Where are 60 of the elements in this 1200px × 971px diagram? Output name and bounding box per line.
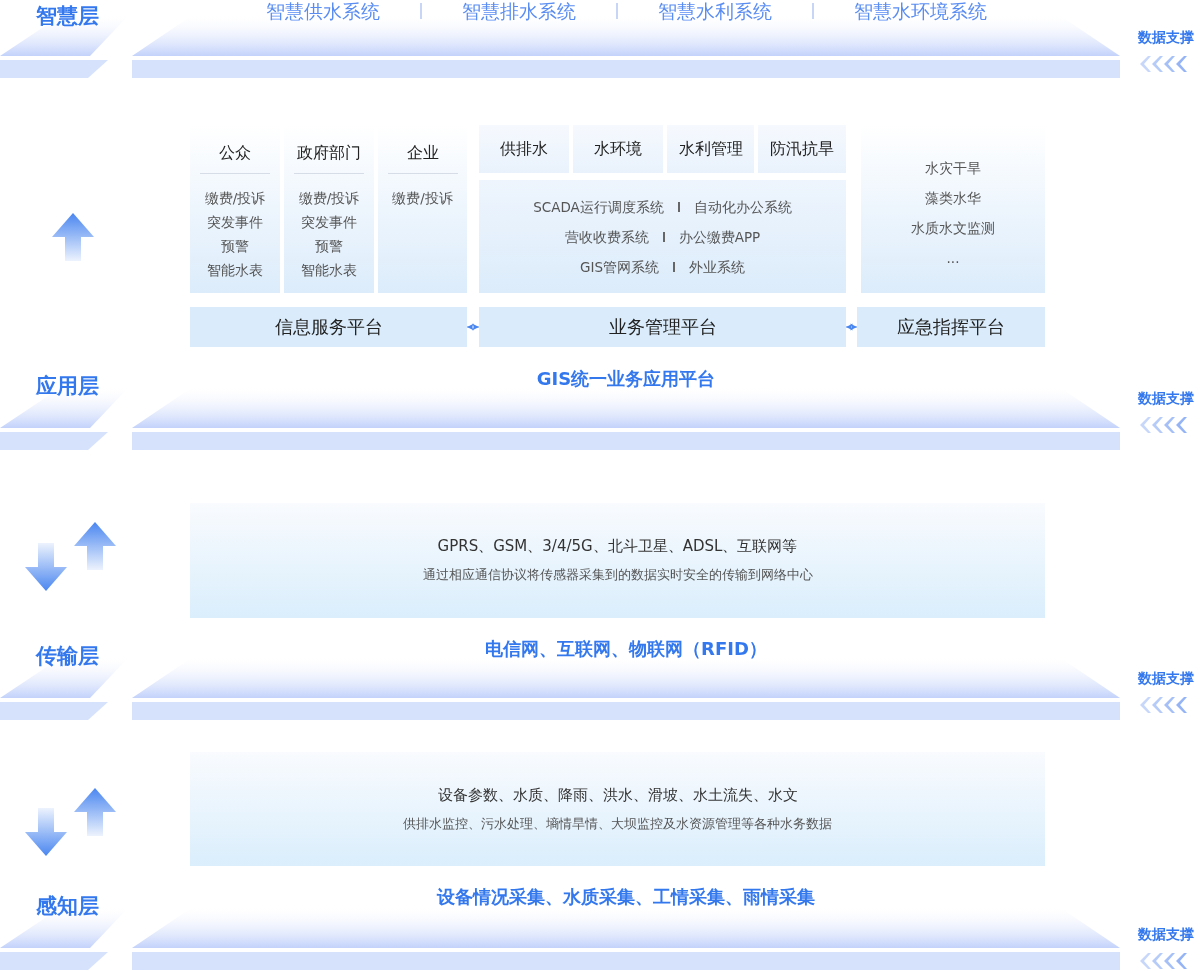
description-text: 通过相应通信协议将传感器采集到的数据实时安全的传输到网络中心 — [422, 566, 813, 584]
description-panel — [190, 503, 1045, 618]
system-name: 办公缴费APP — [678, 227, 761, 247]
list-item: 智能水表 — [207, 261, 263, 280]
list-item: 预警 — [221, 237, 249, 256]
list-item: ... — [946, 249, 960, 268]
list-item: 水灾干旱 — [925, 159, 981, 178]
platform-title: 智慧水利系统 — [657, 0, 772, 22]
side-note: 数据支撑 — [1138, 926, 1194, 944]
system-list-panel — [479, 180, 846, 293]
list-item: 智能水表 — [301, 261, 357, 280]
side-note: 数据支撑 — [1138, 670, 1194, 688]
platform-label: 应急指挥平台 — [897, 315, 1005, 339]
category-label: 水利管理 — [678, 138, 743, 160]
platform-title: GIS统一业务应用平台 — [536, 368, 716, 390]
platform-label: 业务管理平台 — [608, 315, 717, 339]
system-name: 自动化办公系统 — [693, 197, 792, 217]
platform-box — [479, 307, 846, 347]
list-item: 预警 — [315, 237, 343, 256]
platform-label: 信息服务平台 — [274, 315, 383, 339]
side-note: 数据支撑 — [1138, 390, 1194, 408]
platform-title: 智慧供水系统 — [265, 0, 380, 22]
layer-plate — [132, 886, 1120, 970]
card-heading: 企业 — [387, 143, 458, 174]
description-text: 供排水监控、污水处理、墒情旱情、大坝监控及水资源管理等各种水务数据 — [403, 814, 832, 833]
double-arrow — [845, 323, 858, 331]
layer-title: 应用层 — [36, 373, 99, 400]
layer-plate — [132, 368, 1120, 450]
double-arrow — [466, 323, 480, 331]
platform-title: 智慧水环境系统 — [853, 0, 987, 22]
layer-title: 智慧层 — [36, 3, 99, 30]
platform-box — [857, 307, 1045, 347]
side-note: 数据支撑 — [1138, 29, 1194, 47]
layer-plate — [132, 0, 1120, 78]
category-label: 水环境 — [594, 138, 642, 160]
card-heading: 公众 — [200, 143, 270, 174]
category-label: 供排水 — [500, 138, 548, 160]
list-item: 藻类水华 — [925, 189, 981, 208]
category-label: 防汛抗旱 — [770, 138, 834, 160]
list-item: 突发事件 — [301, 213, 357, 232]
layer-title: 感知层 — [36, 893, 99, 920]
card-heading: 政府部门 — [294, 143, 364, 174]
description-text: GPRS、GSM、3/4/5G、北斗卫星、ADSL、互联网等 — [437, 537, 798, 556]
layer-title: 传输层 — [36, 643, 99, 670]
system-name: GIS管网系统 — [580, 257, 659, 277]
list-item: 缴费/投诉 — [204, 189, 266, 208]
description-panel — [190, 752, 1045, 866]
list-item: 水质水文监测 — [911, 219, 995, 238]
list-item: 缴费/投诉 — [298, 189, 360, 208]
system-name: 外业系统 — [689, 257, 745, 277]
platform-box — [190, 307, 467, 347]
platform-title: 设备情况采集、水质采集、工情采集、雨情采集 — [437, 886, 815, 908]
description-text: 设备参数、水质、降雨、洪水、滑坡、水土流失、水文 — [437, 785, 798, 805]
system-name: SCADA运行调度系统 — [533, 197, 664, 217]
list-item: 突发事件 — [207, 213, 263, 232]
platform-title: 电信网、互联网、物联网（RFID） — [485, 638, 767, 660]
layer-plate — [132, 638, 1120, 720]
platform-title: 智慧排水系统 — [461, 0, 576, 22]
list-item: 缴费/投诉 — [392, 189, 453, 208]
system-name: 营收收费系统 — [564, 227, 649, 247]
